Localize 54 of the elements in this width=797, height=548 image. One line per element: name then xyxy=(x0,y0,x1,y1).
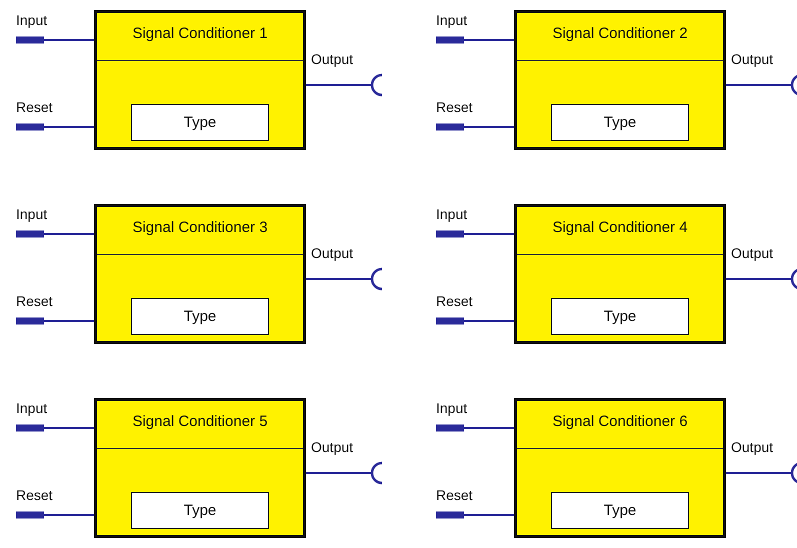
port-label: Reset xyxy=(16,487,53,503)
type-box: Type xyxy=(551,298,689,335)
socket-connector xyxy=(306,74,384,96)
block-title: Signal Conditioner 1 xyxy=(131,25,269,42)
component-block xyxy=(514,398,726,538)
socket-connector xyxy=(306,268,384,290)
port-label: Output xyxy=(311,51,354,67)
port-line xyxy=(436,424,514,432)
port-label: Input xyxy=(16,12,48,28)
port-line xyxy=(436,230,514,238)
component-block xyxy=(514,10,726,150)
socket-connector xyxy=(306,462,384,484)
port-label: Input xyxy=(436,12,468,28)
type-box: Type xyxy=(131,104,269,141)
component-block xyxy=(94,10,306,150)
port-line xyxy=(436,512,514,518)
type-box: Type xyxy=(131,298,269,335)
block-title: Signal Conditioner 3 xyxy=(131,219,269,236)
socket-connector xyxy=(726,268,797,290)
port-label: Output xyxy=(731,245,774,261)
type-box: Type xyxy=(551,492,689,529)
port-label: Output xyxy=(731,51,774,67)
port-line xyxy=(16,36,94,44)
port-label: Output xyxy=(311,439,354,455)
port-label: Reset xyxy=(436,293,473,309)
component-block xyxy=(94,398,306,538)
port-label: Reset xyxy=(436,487,473,503)
port-label: Reset xyxy=(436,99,473,115)
port-line xyxy=(16,124,94,130)
component-block xyxy=(94,204,306,344)
port-line xyxy=(16,230,94,238)
port-label: Input xyxy=(16,206,48,222)
port-line xyxy=(16,318,94,324)
block-title: Signal Conditioner 4 xyxy=(551,219,689,236)
port-label: Reset xyxy=(16,99,53,115)
component-block xyxy=(514,204,726,344)
block-title: Signal Conditioner 5 xyxy=(131,413,269,430)
block-title: Signal Conditioner 6 xyxy=(551,413,689,430)
socket-connector xyxy=(726,74,797,96)
port-label: Input xyxy=(16,400,48,416)
port-label: Output xyxy=(311,245,354,261)
type-box: Type xyxy=(131,492,269,529)
port-line xyxy=(16,512,94,518)
port-label: Output xyxy=(731,439,774,455)
port-label: Input xyxy=(436,400,468,416)
port-line xyxy=(436,36,514,44)
port-line xyxy=(16,424,94,432)
port-label: Input xyxy=(436,206,468,222)
socket-connector xyxy=(726,462,797,484)
port-line xyxy=(436,318,514,324)
type-box: Type xyxy=(551,104,689,141)
port-label: Reset xyxy=(16,293,53,309)
port-line xyxy=(436,124,514,130)
block-title: Signal Conditioner 2 xyxy=(551,25,689,42)
